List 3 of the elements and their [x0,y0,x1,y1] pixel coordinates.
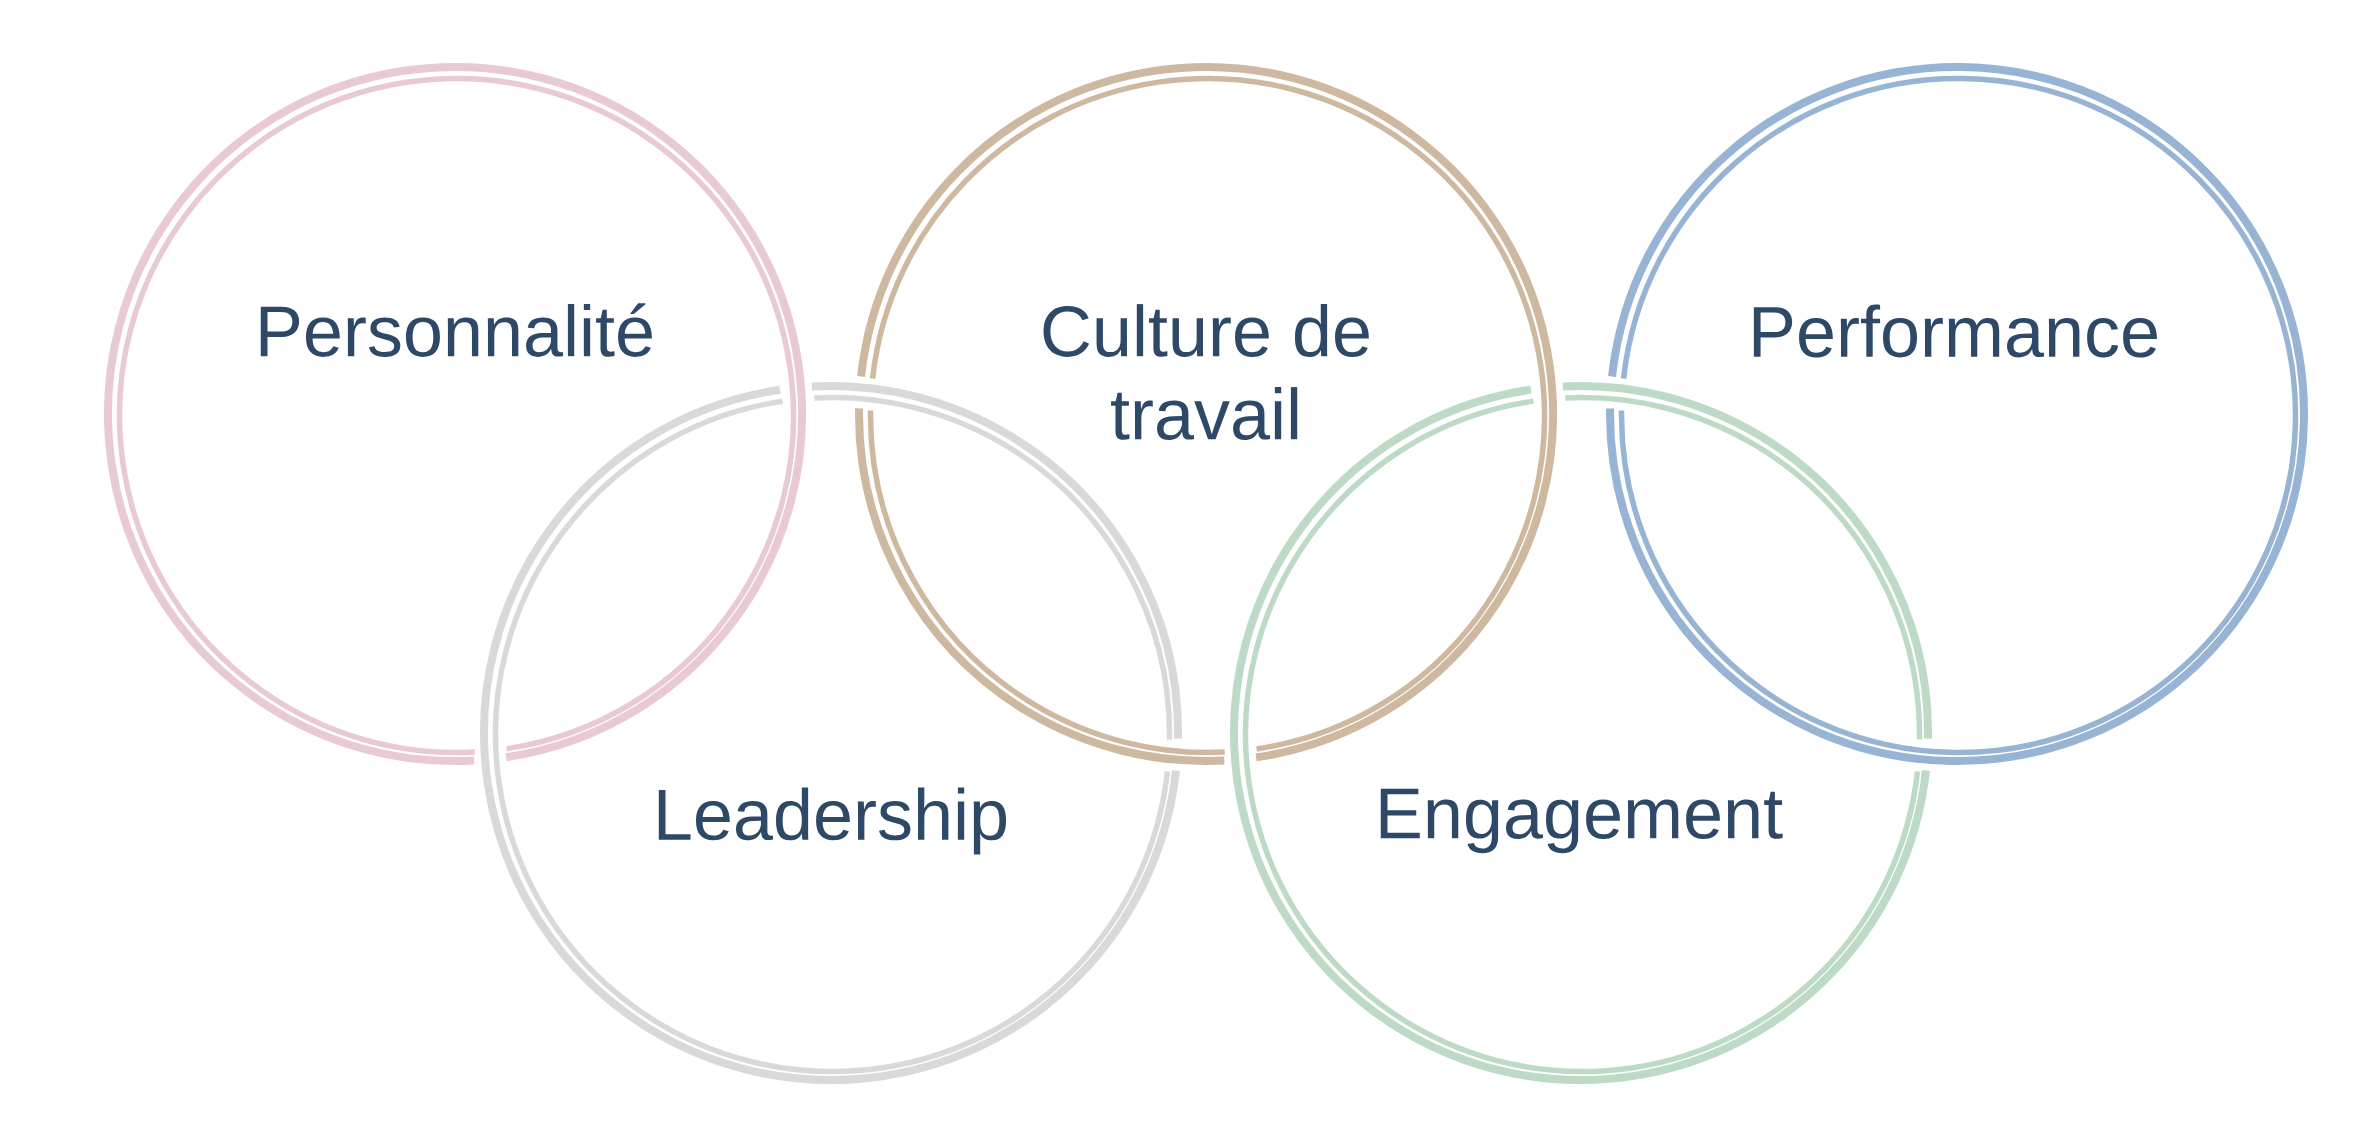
ring: Culture de travail [855,63,1558,765]
ring: Personnalité [104,63,806,765]
ring: Performance [1606,63,2308,765]
